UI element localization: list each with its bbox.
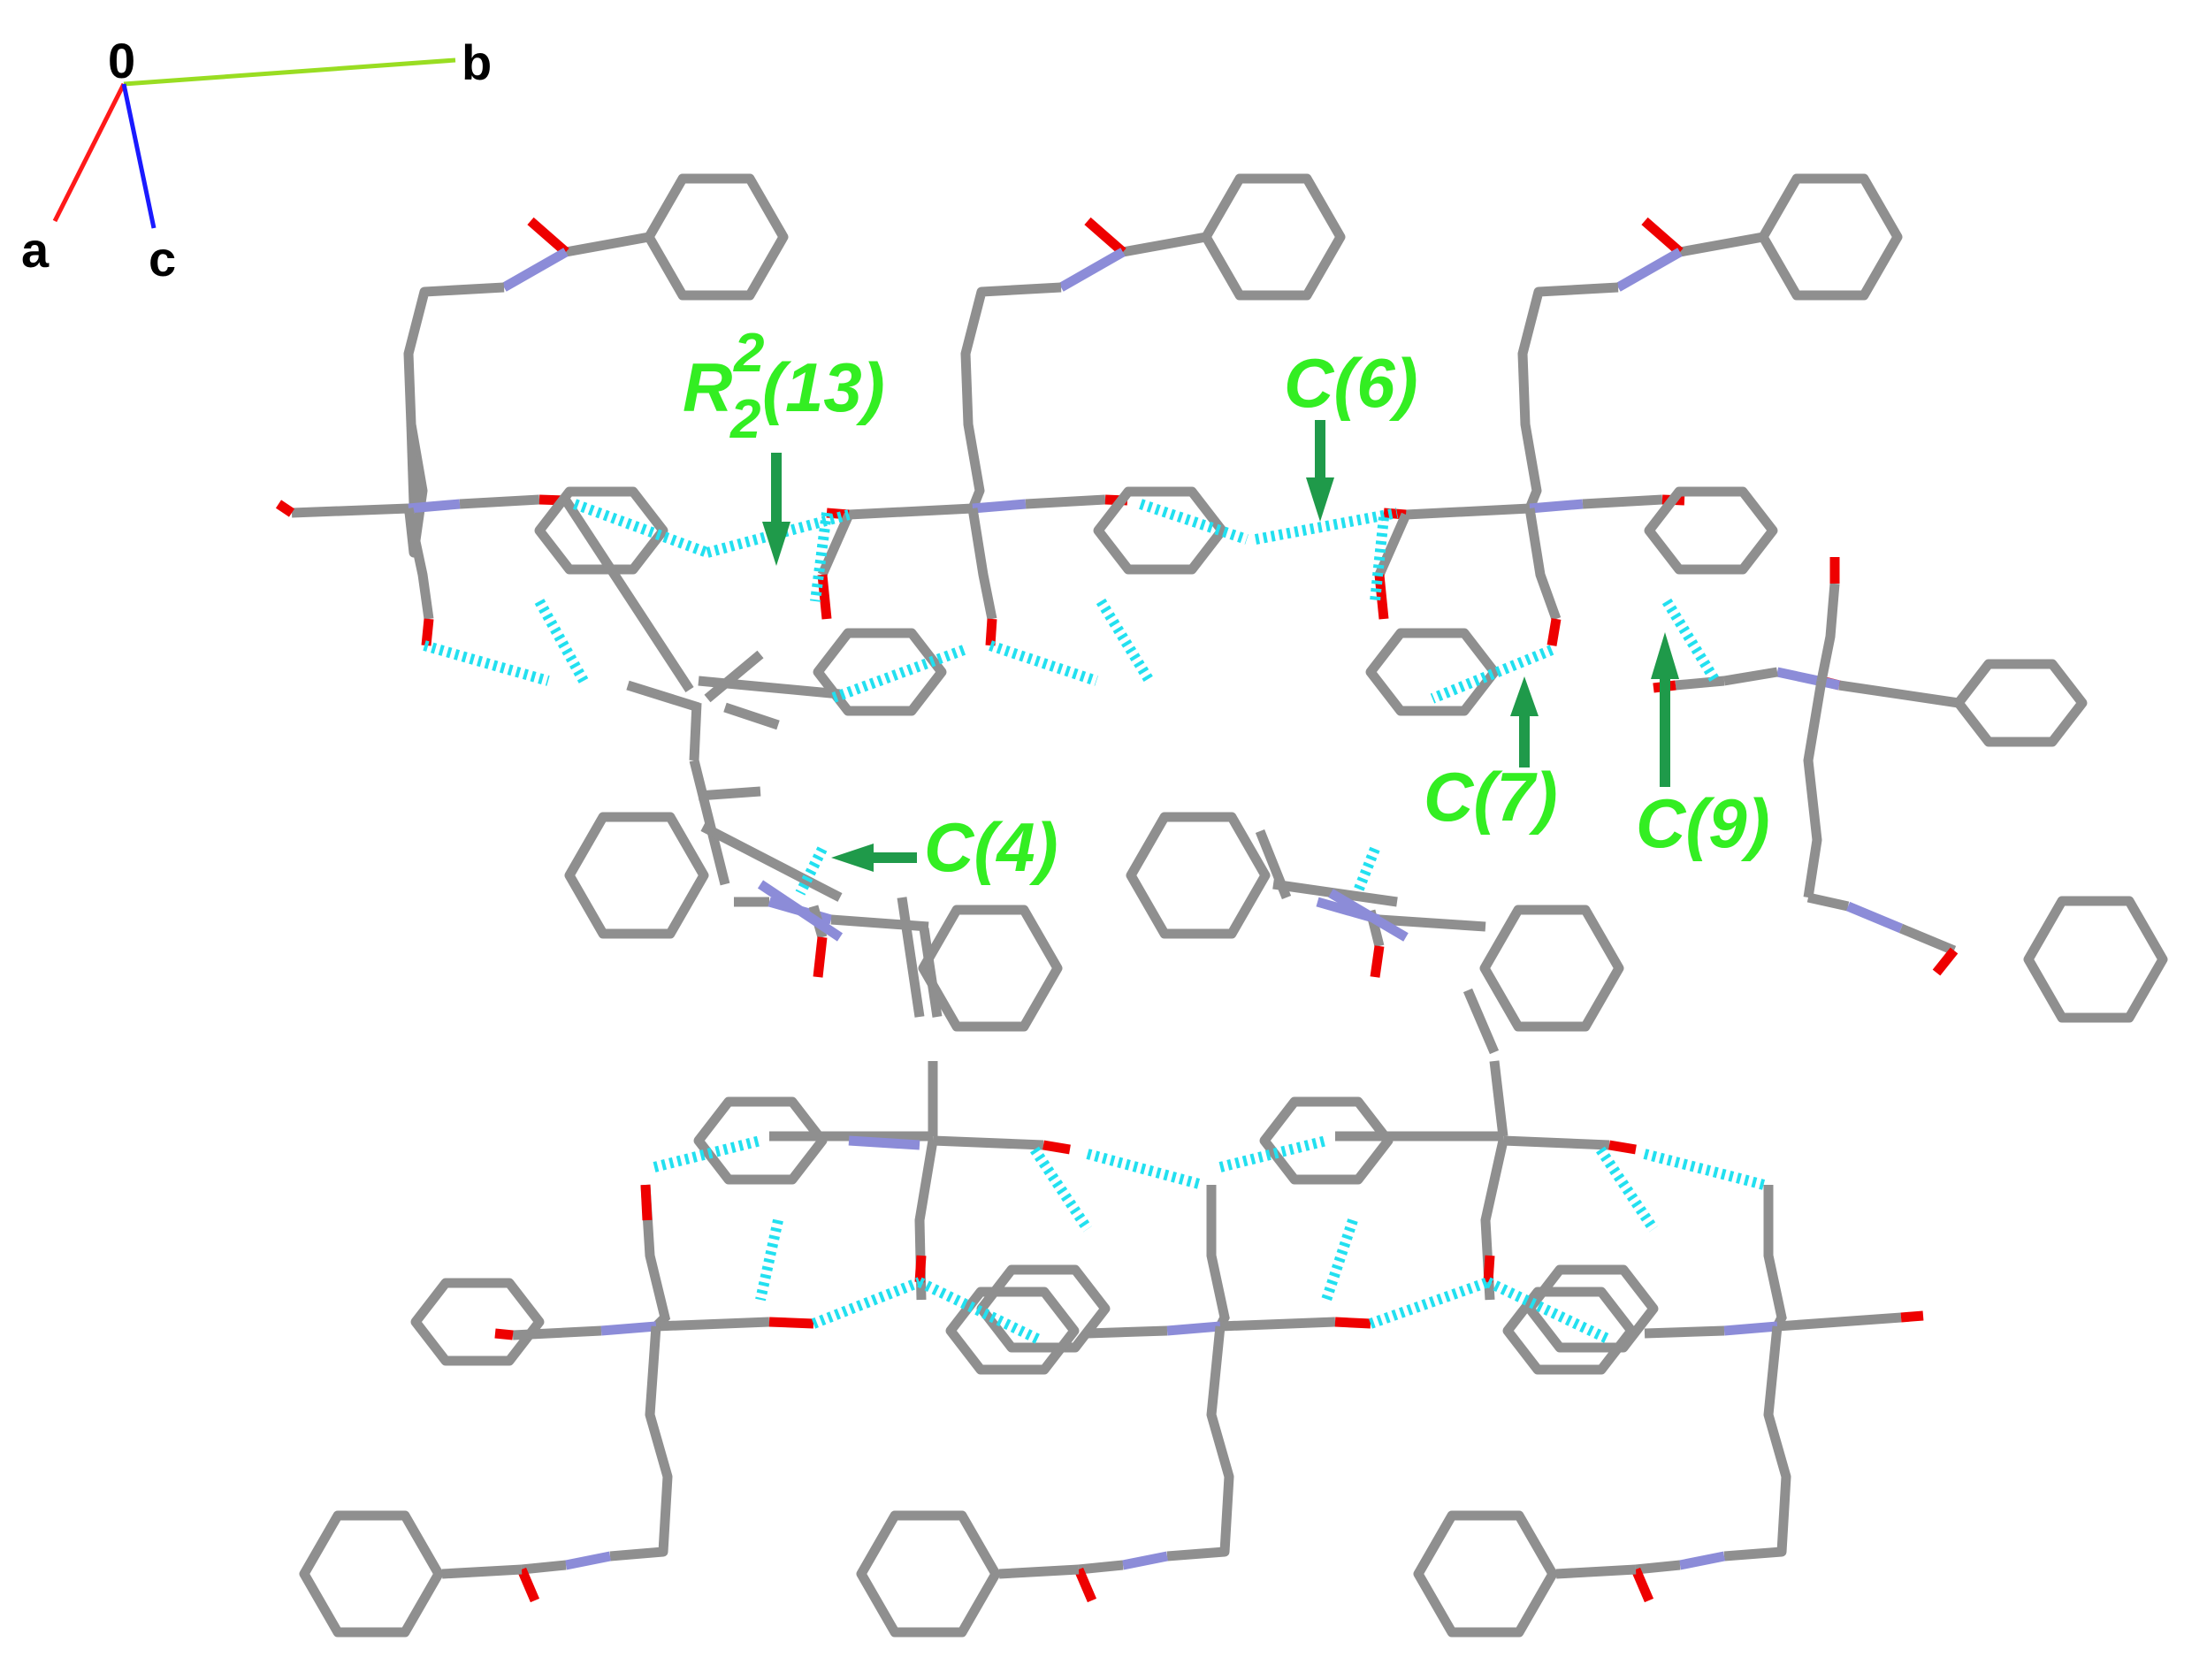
molecule-layer-middle xyxy=(561,497,2163,1055)
molecule-F xyxy=(1653,557,2163,1018)
c9-motif-arrow xyxy=(1651,632,1679,787)
c-axis-line xyxy=(121,83,157,229)
c6-motif-arrow xyxy=(1306,420,1334,522)
c6-motif-label: C(6) xyxy=(1284,344,1418,422)
ring-motif-size: (13) xyxy=(762,348,885,426)
ring-motif-label: R 2 2 (13) xyxy=(683,323,885,450)
hydrogen-bonds xyxy=(423,499,1766,1345)
molecule-layer-lower xyxy=(304,1060,1924,1632)
axis-indicator: 0 b a c xyxy=(21,33,492,286)
c7-motif-arrow xyxy=(1510,676,1539,767)
molecule-B xyxy=(818,179,1340,711)
motif-annotations: R 2 2 (13) C(6) C(7) C(9) C(4) xyxy=(683,323,1770,886)
molecule-H xyxy=(861,1060,1653,1632)
a-axis-label: a xyxy=(21,222,50,278)
a-axis-line xyxy=(52,82,126,223)
molecule-A xyxy=(275,179,783,646)
ring-motif-superscript: 2 xyxy=(733,323,764,384)
c4-motif-label: C(4) xyxy=(924,808,1058,886)
molecule-layer-upper xyxy=(275,179,1898,711)
molecule-C xyxy=(1371,179,1898,711)
ring-motif-letter: R xyxy=(683,348,732,426)
c7-motif-label: C(7) xyxy=(1424,758,1558,836)
c-axis-label: c xyxy=(149,231,176,286)
ring-motif-arrow xyxy=(762,453,790,566)
molecule-D xyxy=(561,497,1058,1027)
molecule-I xyxy=(1418,1185,1924,1632)
c4-motif-arrow xyxy=(831,844,917,872)
b-axis-label: b xyxy=(462,34,492,90)
ring-motif-subscript: 2 xyxy=(729,389,760,450)
c9-motif-label: C(9) xyxy=(1636,784,1770,862)
origin-label: 0 xyxy=(108,33,135,88)
molecule-G xyxy=(304,1061,1105,1632)
molecule-E xyxy=(1131,817,1619,1055)
b-axis-line xyxy=(123,57,456,87)
